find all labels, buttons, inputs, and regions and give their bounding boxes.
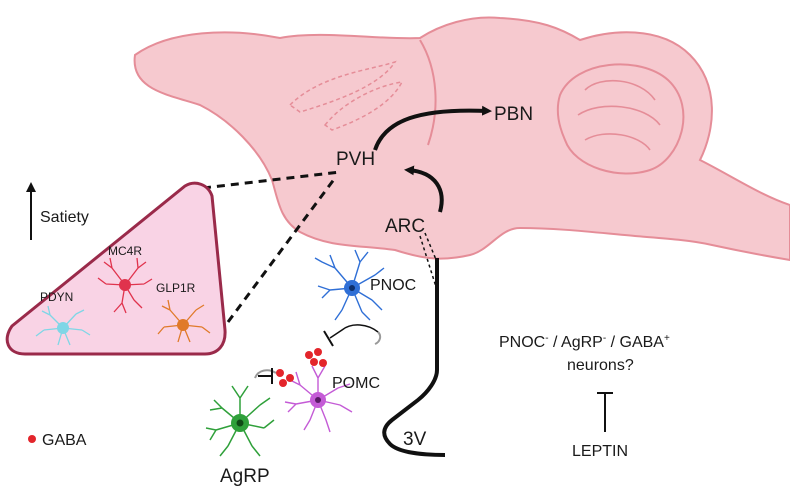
neuron-question-line2: neurons?: [567, 357, 634, 374]
glp1r-label: GLP1R: [156, 281, 196, 295]
pnoc-neuron: [314, 249, 385, 321]
pbn-label: PBN: [494, 104, 533, 125]
brain-outline: [133, 16, 790, 262]
neuron-question-line1: PNOC- / AgRP- / GABA+: [499, 333, 670, 351]
mc4r-label: MC4R: [108, 244, 142, 258]
satiety-label: Satiety: [40, 209, 89, 226]
agrp-neuron: [205, 385, 275, 457]
mc4r-neuron: [97, 257, 153, 314]
pdyn-neuron: [35, 305, 91, 346]
pnoc-inhibition-bar: [323, 330, 334, 347]
pdyn-label: PDYN: [40, 290, 73, 304]
satiety-arrow-head: [26, 182, 36, 192]
ventricle-label: 3V: [403, 429, 427, 450]
arc-to-pvh-arrow: [404, 165, 444, 213]
gaba-release-pomc: [305, 348, 327, 367]
hippocampus-dashed: [288, 60, 397, 113]
gaba-release-agrp: [276, 369, 294, 387]
ventricle-zoom-line-right: [424, 232, 438, 263]
thalamus-dashed: [323, 81, 404, 131]
pvh-to-pbn-arrow: [373, 105, 492, 151]
pomc-neuron: [284, 365, 353, 433]
cerebellum-outline: [556, 63, 685, 175]
pnoc-axon: [329, 324, 379, 339]
pnoc-label: PNOC: [370, 277, 416, 294]
zoom-line-bottom: [226, 177, 337, 323]
agrp-label: AgRP: [220, 466, 270, 487]
gaba-legend-label: GABA: [42, 432, 87, 449]
cerebellum-folds: [577, 79, 661, 151]
midbrain-division: [419, 39, 437, 146]
glp1r-neuron: [157, 299, 211, 343]
zoom-line-top: [202, 170, 341, 190]
pvh-label: PVH: [336, 149, 375, 170]
arc-label: ARC: [385, 216, 425, 237]
pnoc-axon-tail: [374, 331, 382, 345]
pomc-label: POMC: [332, 375, 380, 392]
agrp-axon-tail: [254, 369, 277, 379]
gaba-legend-dot: [28, 435, 36, 443]
third-ventricle-wall: [382, 258, 446, 457]
brain-shape: [133, 16, 790, 262]
leptin-label: LEPTIN: [572, 443, 628, 460]
